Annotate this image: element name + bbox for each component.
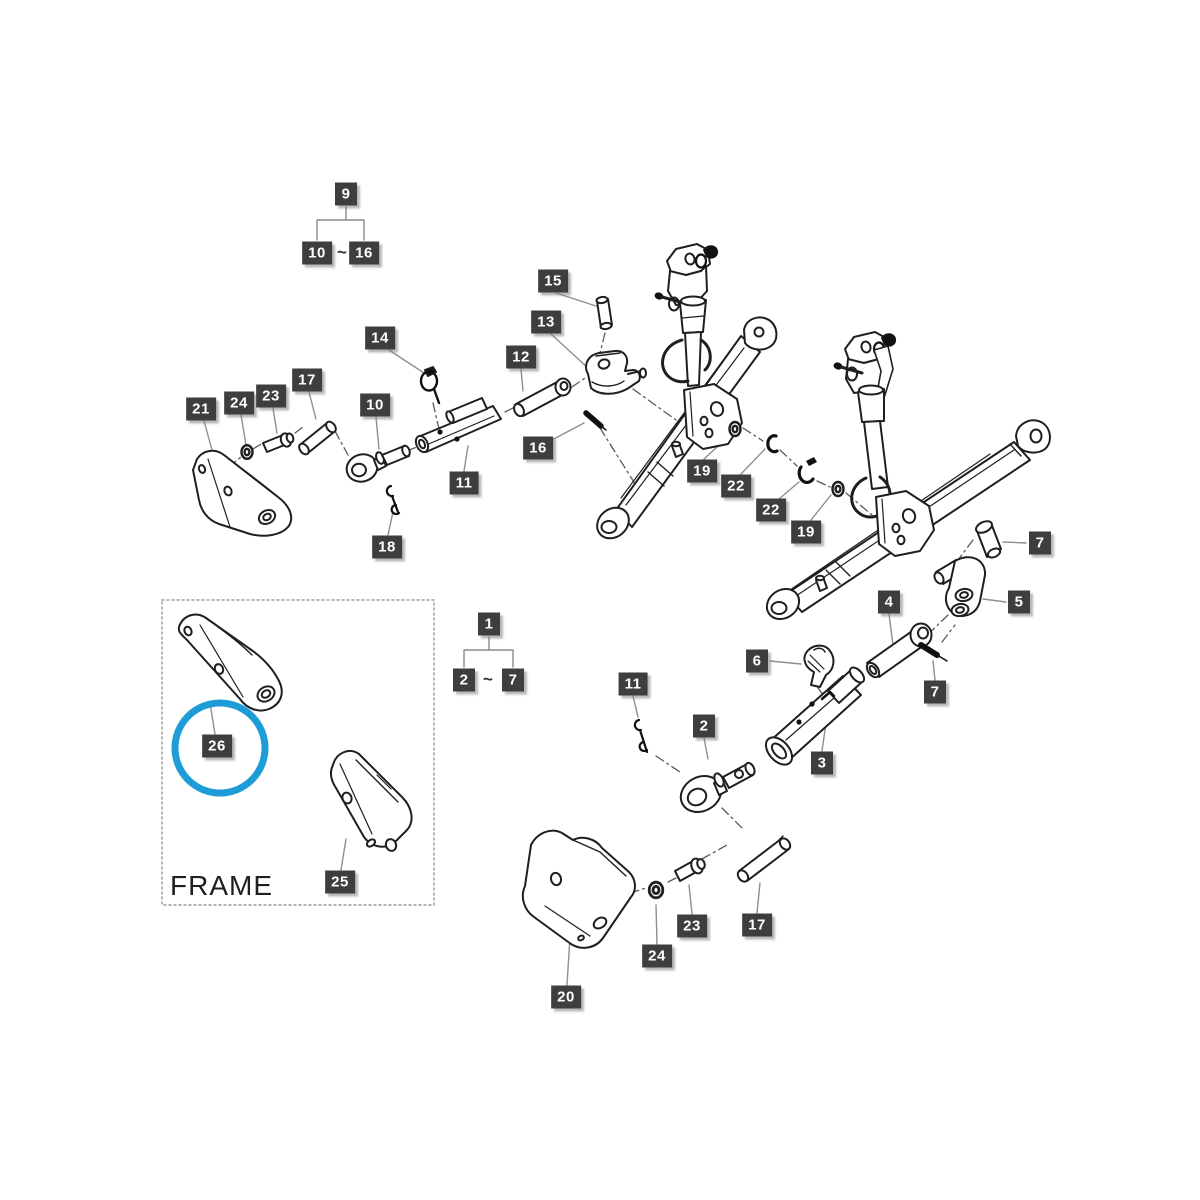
part-bolt-23-bottom (674, 857, 706, 882)
part-label-24-top[interactable]: 24 (224, 391, 254, 415)
range-bracket-9 (316, 206, 365, 241)
part-label-15[interactable]: 15 (538, 269, 568, 293)
part-label-23-top[interactable]: 23 (256, 384, 286, 408)
part-label-12[interactable]: 12 (506, 345, 536, 369)
part-label-11-top[interactable]: 11 (449, 471, 479, 495)
part-washer-19-right (831, 480, 845, 498)
part-lift-rod-link-right (833, 331, 935, 557)
assembly-axis-lines (213, 332, 974, 900)
part-label-4[interactable]: 4 (878, 590, 900, 614)
part-bolt-23-top (262, 432, 295, 453)
part-label-16-range[interactable]: 16 (349, 241, 379, 265)
part-r-clip-18 (385, 484, 401, 516)
part-turnbuckle-11 (414, 397, 502, 454)
part-label-18[interactable]: 18 (372, 535, 402, 559)
part-washer-24-bottom (647, 880, 665, 900)
leader-lines (203, 292, 1027, 986)
part-label-26[interactable]: 26 (202, 734, 232, 758)
part-label-10[interactable]: 10 (360, 393, 390, 417)
part-cam-guide-6 (803, 644, 835, 688)
part-label-11-lower[interactable]: 11 (618, 672, 648, 696)
part-roll-pin-16 (583, 410, 607, 431)
part-label-24-bottom[interactable]: 24 (642, 944, 672, 968)
part-label-22-right[interactable]: 22 (756, 498, 786, 522)
part-label-14[interactable]: 14 (365, 326, 395, 350)
part-label-2-range[interactable]: 2 (453, 668, 475, 692)
part-label-21[interactable]: 21 (186, 397, 216, 421)
part-washer-19-left (728, 420, 742, 438)
part-pin-17-bottom (736, 835, 792, 883)
part-ball-joint-2 (679, 761, 756, 813)
part-ball-joint-10 (345, 444, 411, 483)
part-label-9[interactable]: 9 (335, 182, 357, 206)
part-label-7-upper[interactable]: 7 (1029, 531, 1051, 555)
part-bracket-20 (521, 829, 636, 949)
part-label-10-range[interactable]: 10 (302, 241, 332, 265)
highlight-circle-part-26 (171, 699, 269, 797)
part-label-17-top[interactable]: 17 (292, 368, 322, 392)
part-pin-15 (595, 295, 613, 331)
part-r-clip-11-lower (633, 718, 649, 754)
part-pin-17-top (298, 420, 337, 456)
part-leveling-tube-3 (764, 666, 866, 766)
part-rod-4 (865, 622, 933, 679)
part-label-7-lower[interactable]: 7 (924, 680, 946, 704)
frame-zone-box (161, 599, 435, 906)
part-frame-bracket-26 (177, 613, 283, 712)
part-lift-rod-link-left (654, 243, 743, 450)
part-label-23-bottom[interactable]: 23 (677, 914, 707, 938)
part-rod-12 (512, 377, 572, 418)
part-snap-ring-22-left (766, 434, 779, 454)
part-label-3[interactable]: 3 (811, 751, 833, 775)
part-clevis-13 (585, 349, 647, 395)
part-pin-7-upper (975, 520, 1002, 559)
part-washer-24-top (240, 444, 254, 461)
part-label-19-left[interactable]: 19 (687, 459, 717, 483)
part-label-17-bottom[interactable]: 17 (742, 913, 772, 937)
part-lynch-pin-14 (419, 366, 441, 405)
part-label-6[interactable]: 6 (746, 649, 768, 673)
part-label-25[interactable]: 25 (325, 870, 355, 894)
part-label-13[interactable]: 13 (531, 310, 561, 334)
part-label-22-left[interactable]: 22 (721, 474, 751, 498)
part-pin-7-lower (918, 642, 948, 662)
part-label-19-right[interactable]: 19 (791, 520, 821, 544)
part-label-7-range[interactable]: 7 (502, 668, 524, 692)
part-frame-bracket-25 (330, 750, 413, 852)
part-bracket-21 (192, 449, 293, 537)
frame-zone-label: FRAME (170, 870, 273, 901)
part-label-5[interactable]: 5 (1008, 590, 1030, 614)
part-label-20[interactable]: 20 (551, 985, 581, 1009)
part-label-1[interactable]: 1 (478, 612, 500, 636)
part-knuckle-5 (933, 556, 987, 618)
range-bracket-1 (463, 636, 514, 668)
part-label-16[interactable]: 16 (523, 436, 553, 460)
range-tilde-top: ~ (337, 242, 347, 262)
range-tilde-middle: ~ (483, 669, 493, 689)
part-clip-22-right (797, 457, 817, 484)
part-label-2[interactable]: 2 (693, 714, 715, 738)
